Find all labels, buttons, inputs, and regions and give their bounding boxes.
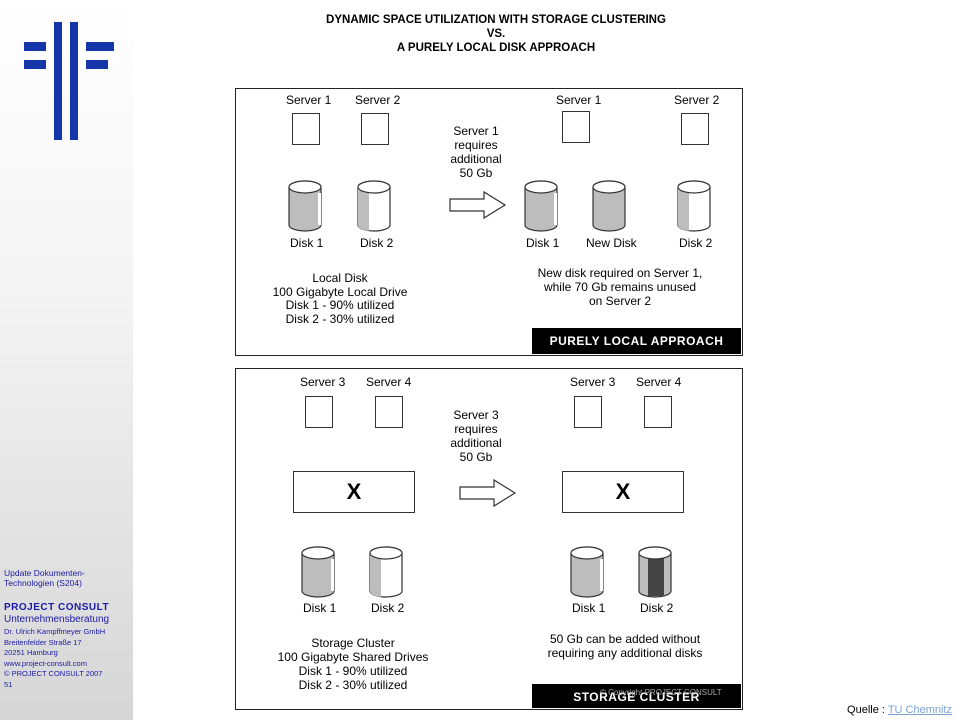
copyright-watermark: © Copyright PROJECT CONSULT [600, 688, 722, 697]
sidebar: Update Dokumenten- Technologien (S204) P… [0, 0, 133, 720]
purely-local-approach-banner: PURELY LOCAL APPROACH [532, 328, 741, 354]
server-1-label: Server 1 [286, 93, 332, 107]
source-link[interactable]: TU Chemnitz [887, 704, 952, 716]
cluster-disk-1-label: Disk 1 [303, 601, 337, 615]
disk-2-label: Disk 2 [360, 236, 394, 250]
source-label: Quelle : [847, 704, 888, 716]
new-disk-label: New Disk [586, 236, 637, 250]
storage-cluster-banner: STORAGE CLUSTER [532, 684, 741, 708]
disk-1-icon [288, 180, 322, 232]
after-server-4-label: Server 4 [636, 375, 682, 389]
after-server-2-label: Server 2 [674, 93, 720, 107]
cluster-switch: X [293, 471, 415, 513]
after-disk-2-icon [677, 180, 711, 232]
local-result-caption: New disk required on Server 1, while 70 … [537, 266, 703, 308]
after-cluster-disk-2-icon [638, 546, 672, 598]
project-consult-logo [24, 22, 116, 140]
storage-cluster-caption: Storage Cluster 100 Gigabyte Shared Driv… [277, 636, 429, 692]
after-server-3-box [574, 396, 602, 428]
cluster-disk-2-icon [369, 546, 403, 598]
local-disk-caption: Local Disk 100 Gigabyte Local Drive Disk… [272, 271, 408, 326]
after-server-4-box [644, 396, 672, 428]
cluster-requirement-text: Server 3 requires additional 50 Gb [450, 408, 502, 464]
after-disk-1-label: Disk 1 [526, 236, 560, 250]
brand-name: PROJECT CONSULT [4, 602, 110, 613]
brand-subtitle: Unternehmensberatung [4, 614, 110, 625]
after-cluster-disk-1-label: Disk 1 [572, 601, 606, 615]
cluster-result-caption: 50 Gb can be added without requiring any… [547, 632, 703, 660]
company-address: Dr. Ulrich Kampffmeyer GmbH Breitenfelde… [4, 627, 106, 689]
after-disk-2-label: Disk 2 [679, 236, 713, 250]
disk-1-label: Disk 1 [290, 236, 324, 250]
after-server-1-box [562, 111, 590, 143]
server-1-box [292, 113, 320, 145]
cluster-disk-1-icon [301, 546, 335, 598]
after-server-1-label: Server 1 [556, 93, 602, 107]
disk-2-icon [357, 180, 391, 232]
server-3-label: Server 3 [300, 375, 346, 389]
cluster-right-arrow-icon [459, 478, 517, 508]
after-cluster-disk-2-label: Disk 2 [640, 601, 674, 615]
slide-title: DYNAMIC SPACE UTILIZATION WITH STORAGE C… [326, 14, 666, 54]
after-server-2-box [681, 113, 709, 145]
source-credit: Quelle : TU Chemnitz [847, 704, 952, 716]
after-cluster-disk-1-icon [570, 546, 604, 598]
after-disk-1-icon [524, 180, 558, 232]
server-4-label: Server 4 [366, 375, 412, 389]
server-3-box [305, 396, 333, 428]
course-name: Update Dokumenten- Technologien (S204) [4, 568, 85, 588]
server-2-label: Server 2 [355, 93, 401, 107]
new-disk-icon [592, 180, 626, 232]
after-cluster-switch: X [562, 471, 684, 513]
server-2-box [361, 113, 389, 145]
server-4-box [375, 396, 403, 428]
cluster-disk-2-label: Disk 2 [371, 601, 405, 615]
page-number: 51 [4, 679, 13, 689]
requirement-text: Server 1 requires additional 50 Gb [450, 124, 502, 180]
right-arrow-icon [449, 190, 507, 220]
after-server-3-label: Server 3 [570, 375, 616, 389]
